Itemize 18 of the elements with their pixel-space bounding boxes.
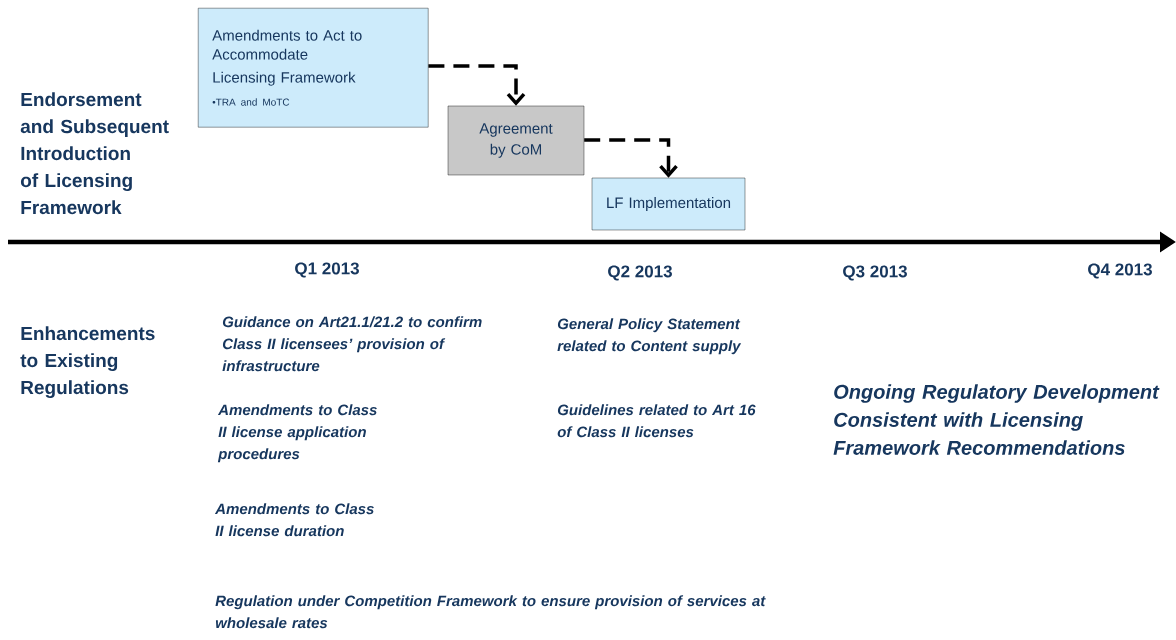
arrow: [428, 64, 526, 106]
arrow: [584, 138, 678, 178]
quarter-label: Q3 2013: [843, 265, 907, 281]
quarter-label: Q2 2013: [608, 265, 672, 281]
task-box: LF Implementation: [591, 177, 746, 231]
task-box: Agreement by CoM: [447, 105, 585, 176]
row-heading: Endorsement and Subsequent Introduction of Licensing Framework: [20, 92, 169, 215]
activity-text: Amendments to Class II license application procedures: [217, 404, 377, 463]
activity-text: Regulation under Competition Framework to ensure provision of services at wholesale rates: [215, 595, 766, 629]
quarter-label: Q1 2013: [295, 262, 359, 278]
activity-text: Guidelines related to Art 16 of Class II licenses: [557, 404, 756, 438]
row-heading: Enhancements to Existing Regulations: [20, 326, 155, 398]
activity-text: General Policy Statement related to Content supply: [557, 318, 742, 355]
activity-text: Ongoing Regulatory Development Consistent with Licensing Framework Recommendations: [833, 384, 1160, 455]
task-box: Amendments to Act to Accommodate Licensing Framework •TRA and MoTC: [198, 8, 429, 128]
activity-text: Guidance on Art21.1/21.2 to confirm Class II licensees’ provision of infrastructure: [222, 316, 482, 372]
quarter-label: Q4 2013: [1088, 263, 1152, 279]
activity-text: Amendments to Class II license duration: [214, 503, 374, 537]
